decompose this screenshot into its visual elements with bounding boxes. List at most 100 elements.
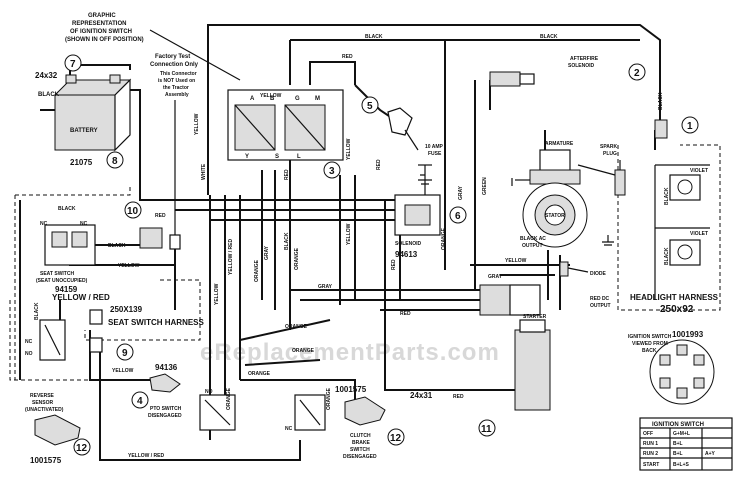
ign-row-3-pos: START (643, 462, 659, 468)
reverse-part: 1001575 (30, 456, 62, 465)
svg-text:4: 4 (137, 396, 143, 407)
callout-12b: 12 (387, 428, 405, 446)
red-dc-2: OUTPUT (590, 303, 611, 309)
wire-gray-horiz: GRAY (318, 284, 333, 290)
ign-row-1-conn: B+L (673, 441, 683, 447)
graphic-rep-4: (SHOWN IN OFF POSITION) (65, 37, 144, 43)
solenoid-label: SOLENOID (395, 241, 422, 247)
seat-harness-connector (89, 309, 103, 353)
spark-label-2: PLUG (603, 151, 617, 157)
callout-4: 4 (131, 391, 149, 409)
pin-y: Y (245, 154, 249, 160)
reverse-label-2: SENSOR (32, 400, 54, 406)
stator-label: STATOR (545, 213, 565, 219)
callout-12a: 12 (73, 438, 91, 456)
ign-row-2-pos: RUN 2 (643, 451, 658, 457)
wire-yellow-switch: YELLOW (260, 93, 282, 99)
wire-orange-mid: ORANGE (254, 259, 260, 282)
fuse-label-2: FUSE (428, 151, 442, 157)
spark-label-1: SPARK (600, 144, 618, 150)
svg-text:2: 2 (634, 68, 640, 79)
clutch-label-3: SWITCH (350, 447, 370, 453)
seat-switch-part: 94159 (55, 285, 78, 294)
graphic-rep-3: OF IGNITION SWITCH (70, 29, 132, 35)
pto-label-2: DISENGAGED (148, 413, 182, 419)
svg-text:6: 6 (455, 211, 461, 222)
wire-yellow-red-seat: YELLOW / RED (52, 293, 110, 302)
callout-11: 11 (478, 419, 496, 437)
ign-row-0-conn: G+M+L (673, 431, 690, 437)
wire-orange-horiz: ORANGE (285, 324, 308, 330)
callouts: 1 2 3 4 5 6 7 8 9 10 11 12 12 (64, 54, 699, 456)
reverse-no: NO (25, 351, 33, 357)
solenoid (394, 164, 441, 236)
graphic-rep-1: GRAPHIC (88, 13, 116, 19)
ign-row-2-extra: A+Y (705, 451, 716, 457)
black-ac-2: OUTPUT (522, 243, 543, 249)
pto-no: NO (205, 389, 213, 395)
seat-switch-label: SEAT SWITCH (40, 271, 74, 277)
wire-orange-clutch: ORANGE (326, 387, 332, 410)
wire-black-top: BLACK (365, 34, 383, 40)
pin-a: A (250, 96, 255, 102)
headlight-harness-size: 250x92 (660, 304, 694, 315)
seat-harness-label: SEAT SWITCH HARNESS (108, 318, 205, 327)
seat-relay (139, 227, 163, 249)
wire-red-relay: RED (155, 213, 166, 219)
headlight-harness (654, 119, 710, 300)
pto-switch (149, 373, 236, 431)
svg-text:12: 12 (76, 443, 88, 454)
factory-test-5: the Tractor (163, 85, 189, 91)
callout-1: 1 (681, 116, 699, 134)
clutch-label-4: DISENGAGED (343, 454, 377, 460)
clutch-switch (294, 394, 386, 431)
callout-6: 6 (449, 206, 467, 224)
ign-table-title: IGNITION SWITCH (652, 422, 704, 428)
reverse-nc: NC (25, 339, 33, 345)
factory-test-3: This Connector (160, 71, 197, 77)
wire-orange-horiz3: ORANGE (248, 371, 271, 377)
starter-label: STARTER (523, 314, 547, 320)
seat-switch (44, 224, 96, 266)
seat-nc: NC (40, 221, 48, 227)
svg-text:3: 3 (329, 166, 335, 177)
solenoid-part: 94613 (395, 250, 418, 259)
wire-red-fuse: RED (376, 159, 382, 170)
callout-8: 8 (106, 151, 124, 169)
svg-text:7: 7 (70, 59, 76, 70)
wire-black-battery: BLACK (38, 92, 60, 98)
starter (514, 319, 551, 411)
ign-row-3-conn: B+L+S (673, 462, 690, 468)
clutch-label-1: CLUTCH (350, 433, 371, 439)
ign-view-2: VIEWED FROM (632, 341, 668, 347)
seat-harness-size: 250X139 (110, 305, 143, 314)
callout-3: 3 (323, 161, 341, 179)
wire-white: WHITE (201, 163, 207, 180)
svg-text:8: 8 (112, 156, 118, 167)
svg-text:10: 10 (127, 206, 139, 217)
ignition-switch-graphic (227, 89, 344, 161)
wire-black-top-right: BLACK (540, 34, 558, 40)
wire-black-headlight3: BLACK (664, 247, 670, 265)
callout-5: 5 (361, 96, 379, 114)
reverse-sensor (34, 319, 81, 446)
wire-red-solenoid: RED (391, 259, 397, 270)
reverse-label-1: REVERSE (30, 393, 55, 399)
callout-2: 2 (628, 63, 646, 81)
stator (522, 182, 588, 248)
wire-yellow-mid2: YELLOW (346, 223, 352, 245)
wire-black-seat2: BLACK (108, 243, 126, 249)
ign-row-0-pos: OFF (643, 431, 653, 437)
red-dc-1: RED DC (590, 296, 610, 302)
armature-label: ARMATURE (545, 141, 574, 147)
wire-black-mid: BLACK (284, 232, 290, 250)
spark-plug (577, 160, 626, 196)
watermark: eReplacementParts.com (200, 339, 500, 366)
svg-text:9: 9 (122, 348, 128, 359)
wire-green-vert: GREEN (482, 177, 488, 195)
harness-outlines (9, 144, 721, 381)
wire-yellow-lower: YELLOW (505, 258, 527, 264)
seat-switch-sub: (SEAT UNOCCUPIED) (36, 278, 88, 284)
wire-orange-mid2: ORANGE (294, 247, 300, 270)
